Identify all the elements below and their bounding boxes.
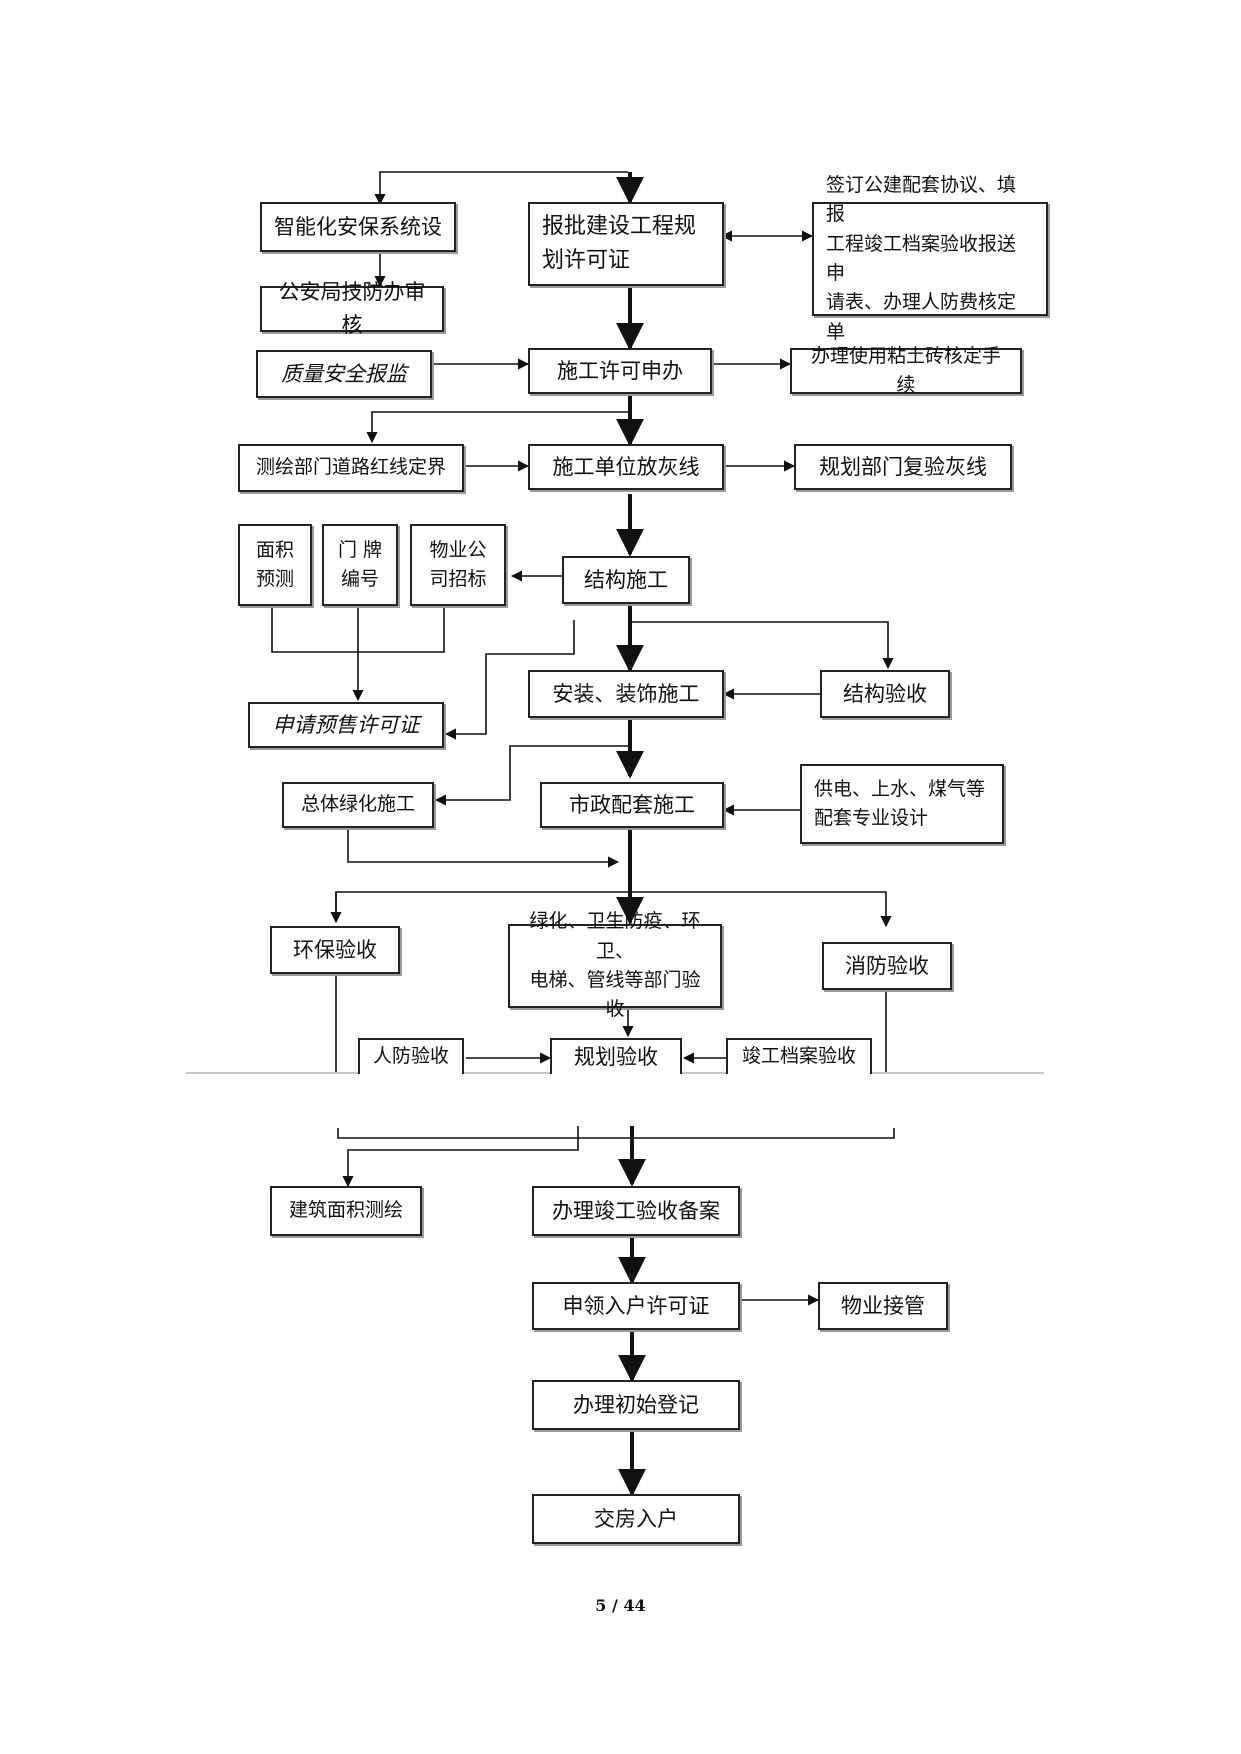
box-planning-permit: 报批建设工程规 划许可证 <box>528 202 724 286</box>
connector-top-loop <box>374 171 628 206</box>
box-fire-acceptance: 消防验收 <box>822 942 952 990</box>
box-smart-security: 智能化安保系统设 <box>260 202 456 252</box>
box-building-area-survey: 建筑面积测绘 <box>270 1186 422 1236</box>
box-quality-safety: 质量安全报监 <box>256 350 432 398</box>
connector-bracket <box>337 1128 895 1139</box>
box-structure-construction: 结构施工 <box>562 556 690 604</box>
box-greening: 总体绿化施工 <box>282 782 434 828</box>
page-number: 5 / 44 <box>595 1596 646 1615</box>
box-occupancy-permit: 申领入户许可证 <box>532 1282 740 1330</box>
box-property-bidding: 物业公 司招标 <box>410 524 506 606</box>
box-presale-permit: 申请预售许可证 <box>248 702 444 748</box>
box-property-takeover: 物业接管 <box>818 1282 948 1330</box>
box-municipal-facilities: 市政配套施工 <box>540 782 724 828</box>
box-archive-acceptance: 竣工档案验收 <box>726 1038 872 1074</box>
box-construction-permit: 施工许可申办 <box>528 348 712 394</box>
box-sign-agreements: 签订公建配套协议、填报 工程竣工档案验收报送申 请表、办理人防费核定单 <box>812 174 1048 343</box>
box-dept-acceptance: 绿化、卫生防疫、环卫、 电梯、管线等部门验收 <box>508 910 722 1020</box>
box-lime-line: 施工单位放灰线 <box>528 444 724 490</box>
connector-to-jiegou-yanshou <box>628 621 894 670</box>
box-structure-acceptance: 结构验收 <box>820 670 950 718</box>
box-police-review: 公安局技防办审核 <box>260 280 444 337</box>
box-install-decorate: 安装、装饰施工 <box>528 670 724 718</box>
box-env-acceptance: 环保验收 <box>270 926 400 974</box>
box-civil-defense: 人防验收 <box>358 1038 464 1074</box>
box-hand-over-house: 交房入户 <box>532 1494 740 1544</box>
box-planning-acceptance: 规划验收 <box>550 1038 682 1074</box>
arrow-to-lvhua <box>434 745 628 806</box>
box-house-number: 门 牌 编号 <box>322 524 398 606</box>
box-survey-redline: 测绘部门道路红线定界 <box>238 444 464 492</box>
box-utilities-design: 供电、上水、煤气等 配套专业设计 <box>800 764 1004 844</box>
box-clay-brick: 办理使用粘土砖核定手续 <box>790 345 1022 396</box>
box-recheck-lime: 规划部门复验灰线 <box>794 444 1012 490</box>
box-area-forecast: 面积 预测 <box>238 524 312 606</box>
box-completion-filing: 办理竣工验收备案 <box>532 1186 740 1236</box>
connector-to-cehui <box>366 411 628 444</box>
box-initial-registration: 办理初始登记 <box>532 1380 740 1430</box>
arrow-jiegou-to-yushou <box>444 620 575 740</box>
arrow-to-jianzhu <box>342 1126 579 1188</box>
arrow-lvhua-to-trunk <box>347 830 620 868</box>
